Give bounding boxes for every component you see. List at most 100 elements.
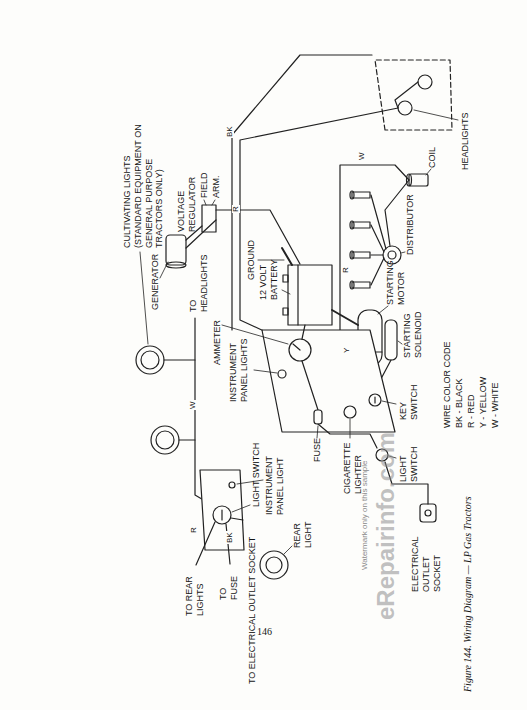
wire-code-letter: R [342, 266, 350, 274]
cultivating-light [136, 346, 164, 374]
wire [302, 325, 305, 339]
key-switch [369, 394, 381, 406]
wire-code-letter: BK [226, 531, 234, 544]
callout-label: LIGHT SWITCH [398, 442, 420, 482]
wire [240, 108, 398, 332]
leader-line [382, 401, 396, 404]
callout-label: COIL [427, 147, 438, 168]
callout-label: R - RED [466, 395, 477, 429]
callout-label: AMMETER [212, 320, 223, 365]
wire [302, 361, 318, 410]
callout-label: KEY SWITCH [398, 380, 420, 420]
panel-light [278, 370, 286, 378]
headlight-lamp [418, 75, 432, 89]
battery-post [283, 275, 288, 282]
callout-label: Y - YELLOW [478, 377, 489, 428]
hood-outline [232, 55, 372, 330]
callout-label: TO REAR LIGHTS [184, 568, 206, 616]
ground-strap [282, 248, 292, 265]
leader-line [284, 546, 292, 554]
plug-wire [371, 258, 384, 285]
battery-post [283, 308, 288, 315]
rear-lens [266, 557, 282, 573]
callout-label: TO FUSE [218, 568, 240, 600]
leader-line [414, 110, 458, 120]
callout-label: FUSE [312, 438, 323, 462]
callout-label: TO ELECTRICAL OUTLET SOCKET [247, 537, 258, 684]
callout-label: TO HEADLIGHTS [188, 266, 210, 312]
outlet-socket [420, 504, 436, 522]
leader-line [212, 200, 215, 205]
headlight-lamp [398, 101, 412, 115]
voltage-regulator [202, 205, 216, 232]
socket-hole [425, 510, 431, 516]
leader-line [401, 252, 405, 253]
key-slot [374, 397, 375, 403]
leader-line [160, 262, 168, 278]
callout-label: VOLTAGE REGULATOR [176, 168, 198, 232]
battery [288, 265, 332, 325]
leader-line [426, 169, 431, 175]
callout-label: W - WHITE [490, 383, 501, 429]
cultivating-lens [156, 431, 174, 449]
watermark: Watermark only on this sample [360, 460, 370, 570]
panel-light [229, 482, 235, 488]
plug-wire [371, 225, 384, 252]
rear-light [260, 551, 288, 579]
generator [166, 235, 186, 265]
distributor-cap [388, 251, 396, 259]
battery-cable [332, 310, 358, 325]
callout-label: 12 VOLT BATTERY [258, 236, 280, 300]
wire-code-letter: Y [343, 347, 351, 354]
wire [164, 359, 195, 360]
spark-plugs [350, 191, 370, 289]
leader-line [222, 325, 288, 344]
starting-solenoid [385, 320, 397, 360]
leader-line [204, 200, 206, 205]
callout-label: GROUND [246, 240, 257, 280]
callout-label: LIGHT SWITCH [251, 443, 262, 507]
ammeter-needle [293, 344, 300, 350]
plug-wire [371, 254, 383, 255]
callout-label: INSTRUMENT PANEL LIGHT [264, 445, 286, 515]
cigarette-lighter [344, 406, 356, 418]
wire-code-letter: R [232, 205, 240, 213]
callout-label: INSTRUMENT PANEL LIGHTS [228, 334, 250, 402]
watermark: eRepairinfo.com [372, 432, 401, 620]
wire-code-letter: R [190, 526, 198, 534]
cultivating-light [151, 426, 179, 454]
wire-code-letter: BK [226, 125, 234, 138]
fuse [314, 410, 322, 424]
wire [179, 439, 195, 440]
callout-label: DISTRIBUTOR [405, 194, 416, 255]
ammeter [289, 339, 311, 361]
wire [231, 518, 243, 520]
callout-label: HEADLIGHTS [460, 112, 471, 170]
wire [395, 82, 418, 108]
cultivating-lens [141, 351, 159, 369]
plug-wire [371, 195, 386, 249]
callout-label: STARTING MOTOR [385, 259, 407, 305]
wire-code-letter: W [358, 151, 366, 161]
leader-line [350, 419, 351, 438]
leader-line [282, 290, 290, 294]
leader-line [140, 252, 148, 344]
callout-label: STARTING SOLENOID [402, 294, 424, 358]
leader-line [398, 341, 402, 344]
figure-caption: Figure 144. Wiring Diagram — LP Gas Trac… [462, 496, 473, 692]
leader-line [317, 426, 318, 438]
callout-label: CULTIVATING LIGHTS (STANDARD EQUIPMENT O… [122, 124, 165, 248]
wire [216, 210, 300, 264]
page-number: 146 [257, 626, 272, 637]
callout-label: FIELD [199, 172, 210, 198]
callout-label: WIRE COLOR CODE [442, 341, 453, 428]
callout-label: ELECTRICAL OUTLET SOCKET [410, 528, 442, 592]
battery-top [297, 265, 298, 325]
leader-line [232, 505, 250, 512]
callout-label: REAR LIGHT [292, 508, 314, 548]
instrument-panel [262, 330, 395, 432]
switch-lever [221, 510, 222, 520]
callout-label: ARM. [211, 176, 222, 199]
wire [226, 524, 230, 564]
